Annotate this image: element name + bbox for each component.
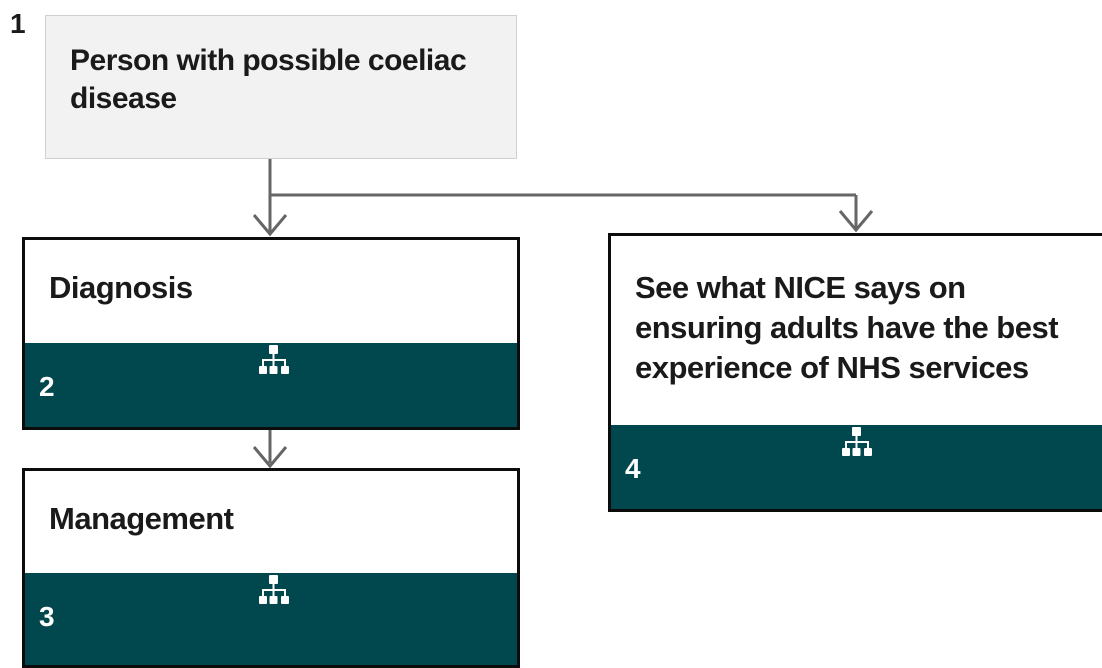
node-band: 2 [25,343,517,427]
node-diagnosis[interactable]: Diagnosis 2 [22,237,520,430]
start-step-number: 1 [10,8,26,39]
node-title: Management [49,501,234,536]
node-band: 4 [611,425,1102,509]
hierarchy-icon[interactable] [258,343,290,377]
node-number: 3 [39,601,55,632]
start-node-label: Person with possible coeliac disease [70,44,467,115]
node-number: 2 [39,371,55,402]
node-number: 4 [625,453,641,484]
node-title: See what NICE says on ensuring adults ha… [635,270,1059,385]
node-management[interactable]: Management 3 [22,468,520,668]
node-title: Diagnosis [49,270,193,305]
hierarchy-icon[interactable] [841,425,873,459]
start-node-person[interactable]: Person with possible coeliac disease [45,15,517,159]
node-band: 3 [25,573,517,665]
hierarchy-icon[interactable] [258,573,290,607]
node-nice-patient-experience[interactable]: See what NICE says on ensuring adults ha… [608,233,1102,512]
